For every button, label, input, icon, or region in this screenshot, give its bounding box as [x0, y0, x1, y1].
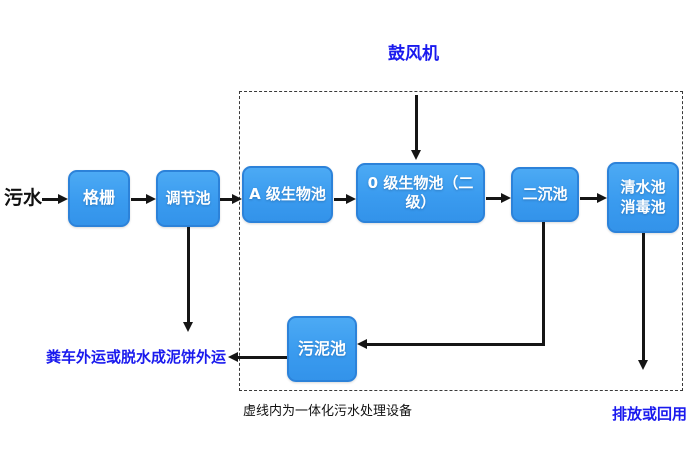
node-a-bio-tank-label: A 级生物池 [249, 184, 326, 203]
node-sludge-tank-label: 污泥池 [297, 338, 346, 358]
integrated-equipment-dashed-boundary [239, 91, 683, 391]
node-clear-water-tank-label-line2: 消毒池 [620, 197, 666, 216]
node-a-bio-tank: A 级生物池 [242, 166, 333, 223]
node-secondary-sedimentation-tank: 二沉池 [511, 167, 579, 222]
arrow-clear-water-tank-to-discharge [638, 233, 648, 370]
node-o-bio-tank: 0 级生物池（二级） [356, 163, 485, 223]
arrow-sludge-tank-to-sludge-disposal [228, 352, 287, 362]
arrow-influent-to-grille [42, 194, 68, 204]
arrow-sedimentation-tank-to-sludge-tank [357, 339, 543, 349]
arrow-blower-to-o-bio-tank [411, 95, 421, 160]
line-sedimentation-tank-down [542, 222, 545, 346]
node-o-bio-tank-label: 0 级生物池（二级） [367, 173, 474, 212]
arrow-sedimentation-tank-to-clear-water-tank [580, 193, 607, 203]
arrow-o-bio-tank-to-sedimentation-tank [486, 193, 511, 203]
blower-label: 鼓风机 [388, 44, 439, 64]
node-regulating-tank-label: 调节池 [165, 188, 211, 207]
arrow-a-bio-tank-to-o-bio-tank [334, 194, 356, 204]
sludge-disposal-label: 粪车外运或脱水成泥饼外运 [46, 348, 227, 366]
arrow-regulating-tank-to-sludge-disposal [183, 227, 193, 332]
node-sludge-tank: 污泥池 [287, 316, 357, 382]
discharge-label: 排放或回用 [612, 405, 688, 423]
arrow-grille-to-regulating-tank [131, 194, 156, 204]
node-regulating-tank: 调节池 [156, 170, 220, 227]
dashed-box-caption: 虚线内为一体化污水处理设备 [243, 404, 413, 419]
node-grille-label: 格栅 [82, 188, 115, 208]
node-clear-water-tank-label-line1: 清水池 [620, 178, 666, 196]
node-clear-water-tank: 清水池 消毒池 [607, 162, 679, 233]
node-grille: 格栅 [68, 170, 130, 227]
influent-label: 污水 [4, 187, 43, 209]
arrow-regulating-tank-to-a-bio-tank [220, 194, 242, 204]
node-secondary-sedimentation-tank-label: 二沉池 [522, 184, 568, 203]
